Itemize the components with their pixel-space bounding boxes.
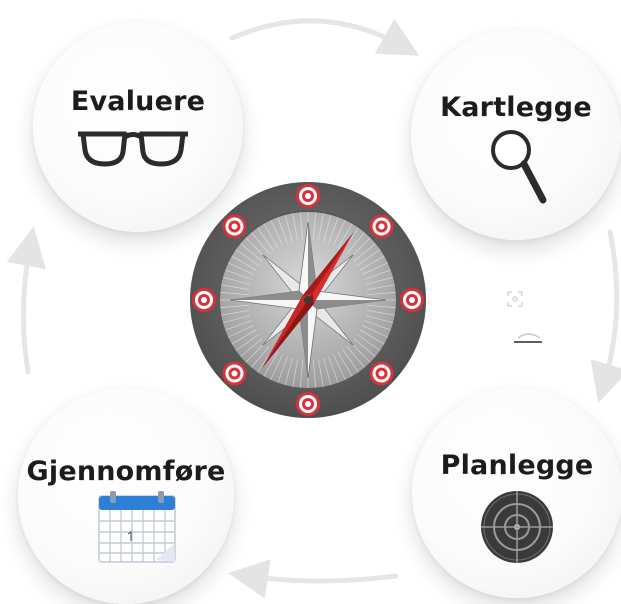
compass-marker [192,288,216,312]
arrow-bottom [248,576,396,581]
step-planlegge-label: Planlegge [412,450,621,481]
magnifying-glass-icon [487,126,549,206]
step-kartlegge-label: Kartlegge [411,92,621,123]
compass-marker [296,392,320,416]
arrow-right [604,232,617,384]
compass-marker [400,288,424,312]
compass-marker [370,362,394,386]
compass-marker [370,214,394,238]
step-kartlegge: Kartlegge [411,30,621,240]
arrow-top [232,21,402,46]
step-evaluere-label: Evaluere [33,86,243,117]
calendar-icon [96,490,178,566]
glasses-icon [77,128,189,170]
step-gjennomfore-label: Gjennomføre [18,456,234,487]
compass-marker [222,214,246,238]
target-icon [478,488,556,566]
step-planlegge: Planlegge [412,388,621,598]
compass-icon [186,178,430,422]
compass-marker [296,184,320,208]
faint-icons [500,286,550,350]
arrow-left [23,246,30,372]
compass-marker [222,362,246,386]
